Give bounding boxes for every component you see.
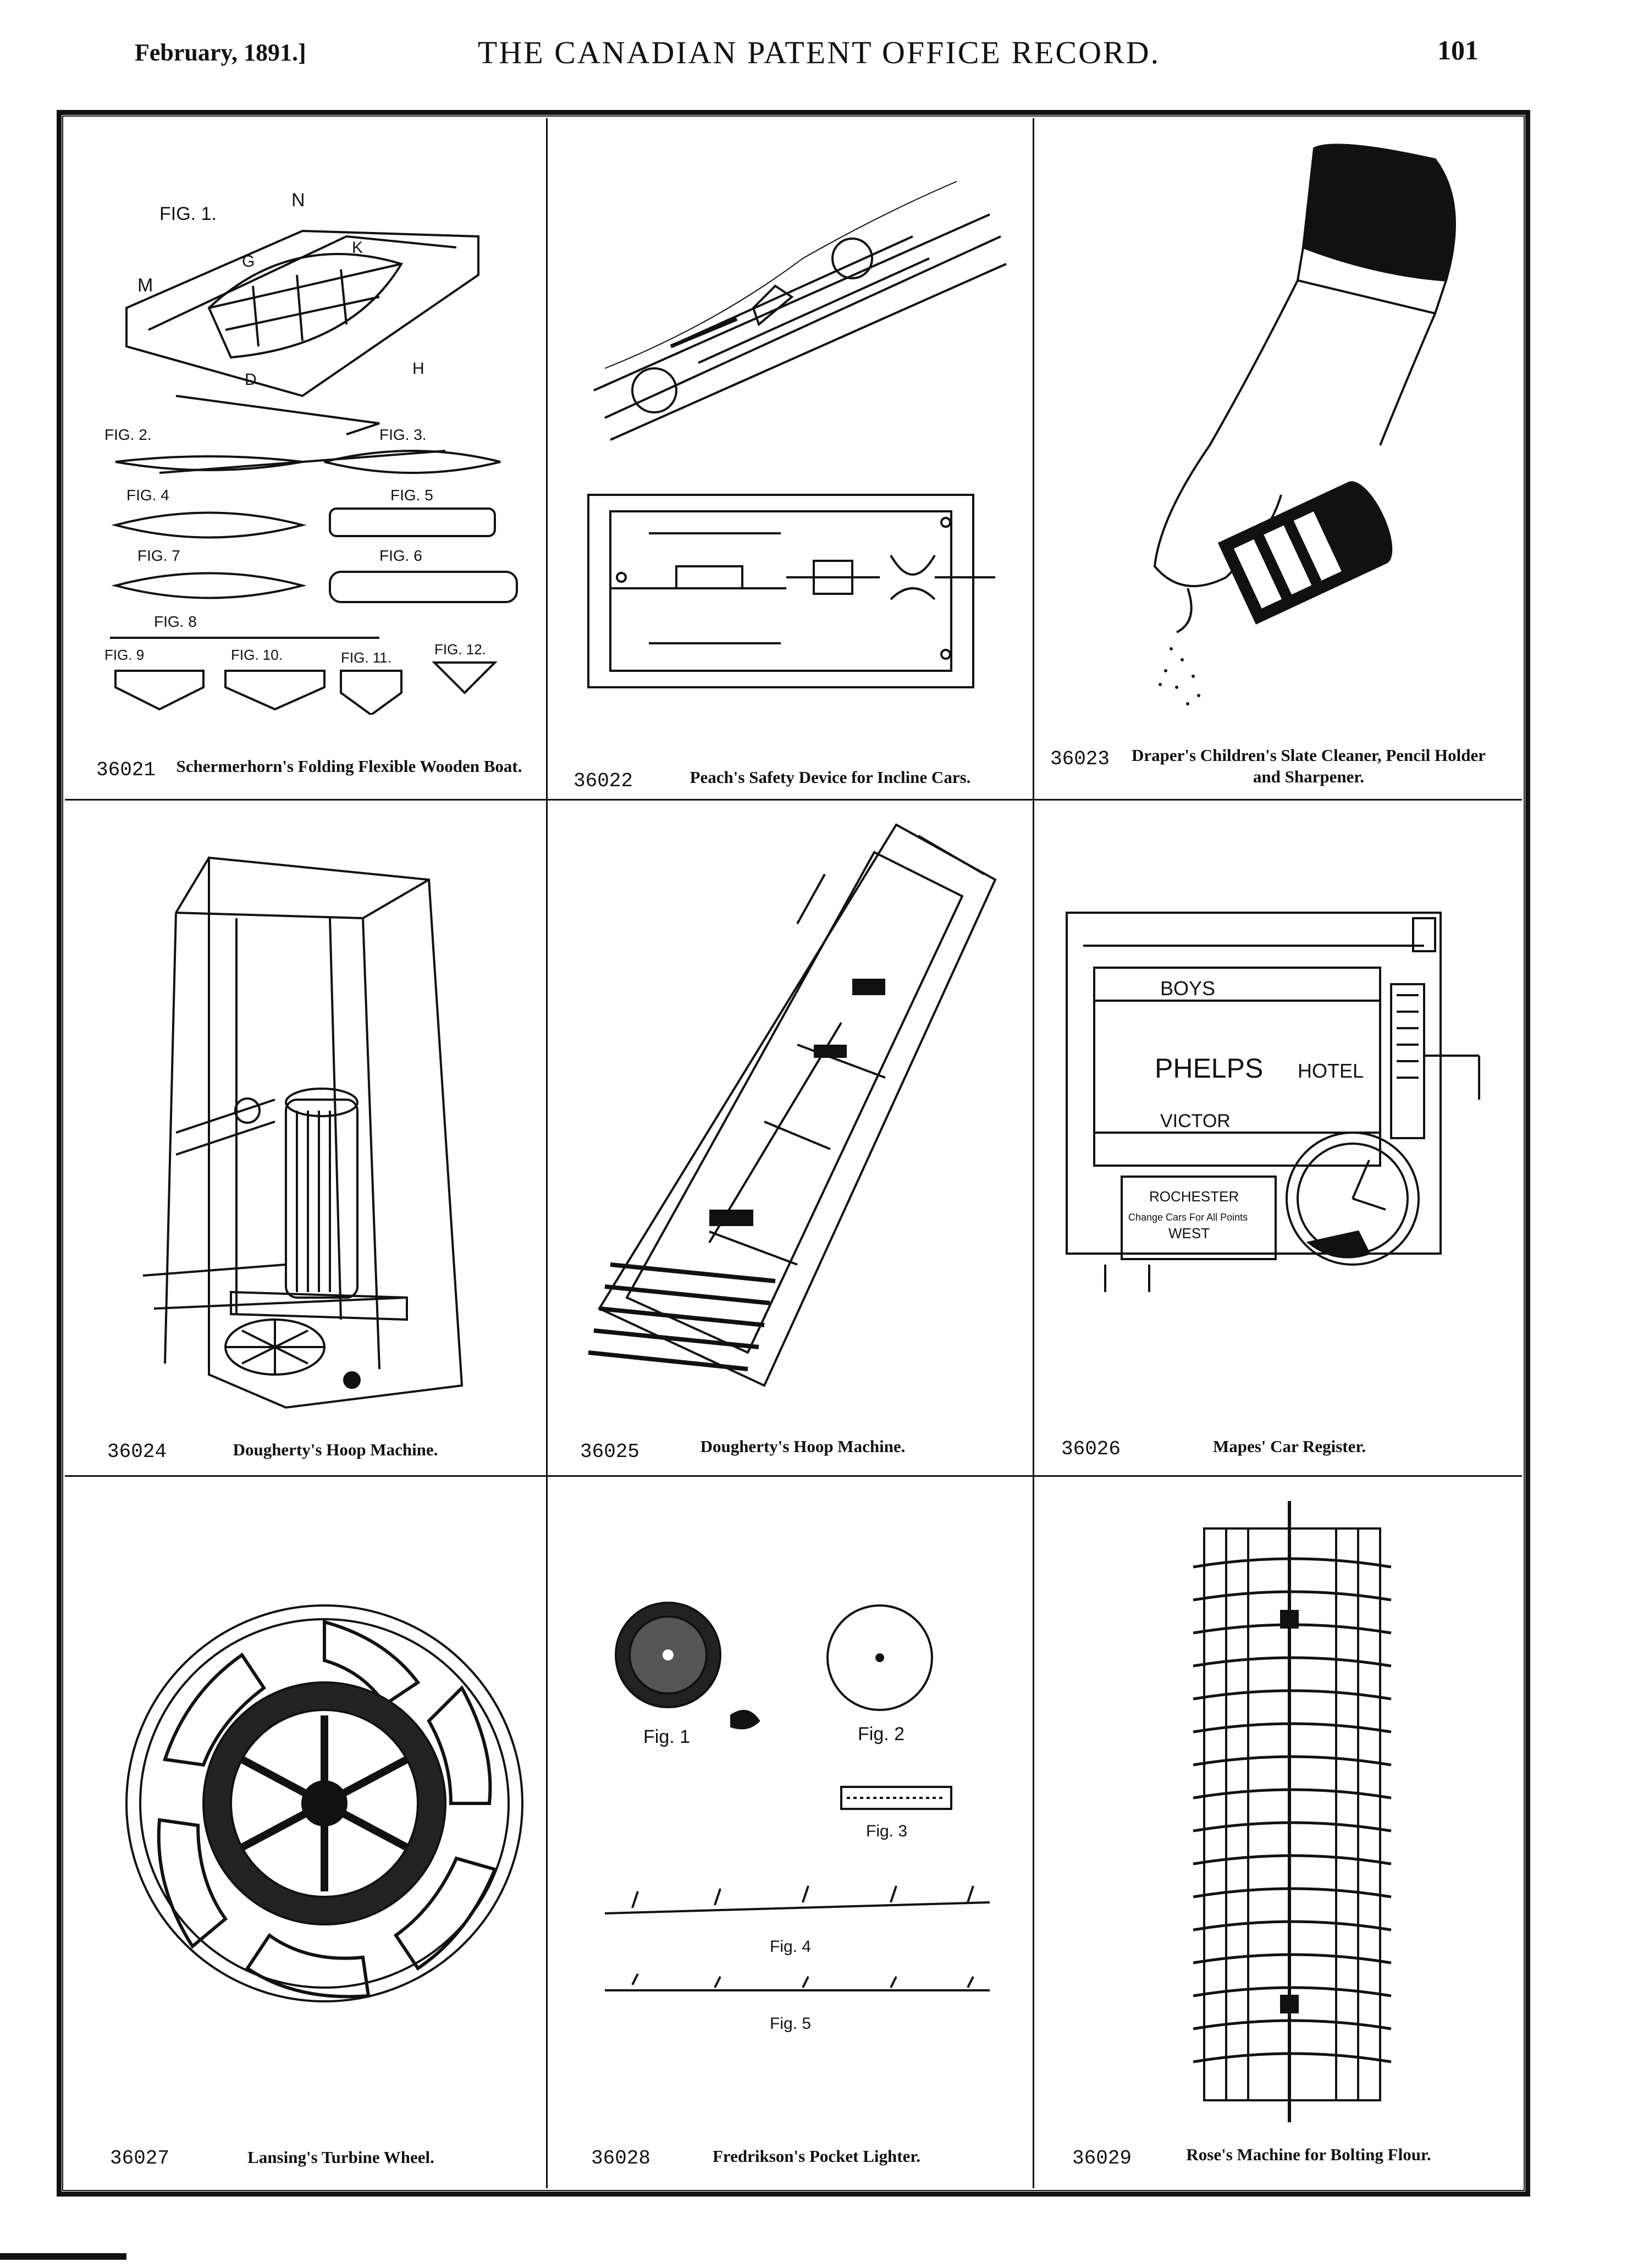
column-divider — [1033, 118, 1034, 2188]
hoop-machine-plan-figure — [588, 823, 997, 1387]
svg-text:FIG. 12.: FIG. 12. — [434, 641, 486, 658]
boat-figure: FIG. 1. M N D H G K FIG. 2. FIG. 3. FIG.… — [104, 190, 518, 715]
sign-text: HOTEL — [1298, 1059, 1364, 1082]
svg-text:FIG. 4: FIG. 4 — [126, 487, 169, 504]
incline-car-figure — [587, 181, 1007, 688]
car-register-figure: BOYS PHELPS HOTEL VICTOR ROCHESTER Chang… — [1066, 912, 1480, 1292]
page-title: THE CANADIAN PATENT OFFICE RECORD. — [477, 35, 1161, 70]
svg-text:FIG. 3.: FIG. 3. — [379, 426, 427, 443]
svg-text:FIG. 9: FIG. 9 — [104, 647, 144, 663]
plate-frame-inner — [62, 115, 1525, 2191]
patent-number: 36029 — [1072, 2147, 1132, 2170]
sign-text: BOYS — [1160, 977, 1215, 1000]
patent-number: 36028 — [591, 2147, 651, 2170]
pocket-lighter-figure: Fig. 1 Fig. 2 Fig. 3 Fig. 4 Fig. 5 — [604, 1602, 990, 2033]
svg-text:FIG. 7: FIG. 7 — [137, 547, 180, 564]
patent-number: 36021 — [96, 759, 156, 781]
sign-text: WEST — [1168, 1225, 1210, 1241]
svg-text:FIG. 5: FIG. 5 — [390, 487, 433, 504]
sign-text: Change Cars For All Points — [1128, 1212, 1248, 1223]
sign-text: VICTOR — [1160, 1111, 1231, 1132]
sign-text: ROCHESTER — [1149, 1188, 1239, 1205]
patent-caption: Dougherty's Hoop Machine. — [700, 1437, 906, 1456]
column-divider — [546, 118, 548, 2188]
slate-cleaner-figure — [1153, 144, 1456, 705]
svg-text:FIG. 6: FIG. 6 — [379, 547, 422, 564]
patent-caption: Lansing's Turbine Wheel. — [247, 2148, 434, 2167]
row-divider — [65, 1475, 1522, 1477]
fig-label: Fig. 2 — [858, 1724, 905, 1745]
svg-text:M: M — [137, 275, 153, 296]
svg-text:K: K — [352, 239, 363, 257]
svg-text:G: G — [242, 252, 255, 271]
svg-text:FIG. 8: FIG. 8 — [154, 613, 197, 630]
plate-frame — [57, 110, 1530, 2197]
patent-caption: Rose's Machine for Bolting Flour. — [1186, 2145, 1431, 2164]
patent-caption: Peach's Safety Device for Incline Cars. — [690, 768, 971, 787]
bolting-machine-figure — [1193, 1501, 1392, 2122]
fig-label: Fig. 5 — [770, 2015, 811, 2033]
patent-number: 36025 — [580, 1441, 640, 1463]
svg-text:H: H — [412, 360, 424, 378]
patent-caption: Mapes' Car Register. — [1212, 1437, 1366, 1456]
svg-text:FIG. 10.: FIG. 10. — [231, 647, 283, 663]
turbine-wheel-figure — [125, 1604, 523, 2002]
svg-text:N: N — [291, 190, 305, 211]
svg-text:D: D — [245, 371, 257, 389]
fig-label: Fig. 1 — [643, 1726, 690, 1747]
svg-text:FIG. 2.: FIG. 2. — [104, 426, 152, 443]
patent-number: 36026 — [1061, 1438, 1121, 1460]
patent-number: 36027 — [110, 2147, 170, 2170]
sign-text: PHELPS — [1155, 1053, 1263, 1084]
patent-caption: Fredrikson's Pocket Lighter. — [712, 2146, 921, 2166]
hoop-machine-figure — [142, 856, 464, 1409]
svg-text:FIG. 11.: FIG. 11. — [341, 649, 391, 666]
page-edge-mark — [0, 2253, 126, 2260]
patent-number: 36022 — [573, 770, 633, 792]
row-divider — [65, 799, 1522, 801]
patent-caption: Draper's Children's Slate Cleaner, Penci… — [1131, 746, 1486, 786]
fig-label: FIG. 1. — [159, 203, 217, 224]
patent-number: 36023 — [1050, 748, 1110, 770]
patent-caption: Dougherty's Hoop Machine. — [233, 1440, 438, 1459]
page-number: 101 — [1437, 35, 1479, 65]
fig-label: Fig. 3 — [866, 1822, 907, 1840]
patent-caption: Schermerhorn's Folding Flexible Wooden B… — [176, 757, 522, 776]
fig-label: Fig. 4 — [770, 1938, 811, 1956]
patent-number: 36024 — [107, 1441, 167, 1463]
header-date: February, 1891.] — [135, 39, 306, 66]
